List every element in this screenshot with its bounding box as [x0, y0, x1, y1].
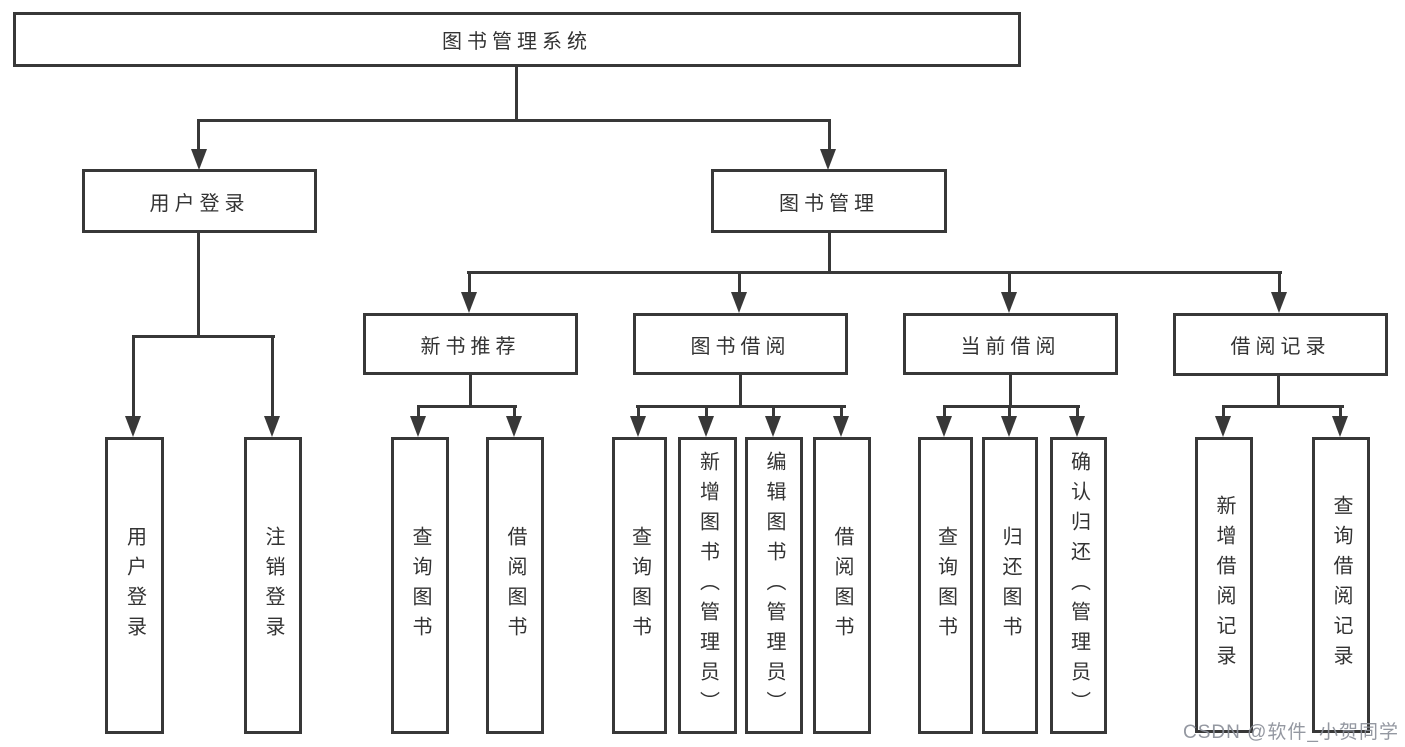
arrowhead-down-icon: [264, 416, 280, 437]
node-user-login: 用户登录: [82, 169, 317, 233]
node-leaf-query-books-3: 查询图书: [918, 437, 973, 734]
arrowhead-down-icon: [1271, 292, 1287, 313]
connector-current-borrowing-stem: [1009, 375, 1012, 408]
connector-current-borrowing-horizontal: [943, 405, 1080, 408]
connector-user-login-stem: [197, 233, 200, 337]
connector-to-user-login: [197, 122, 200, 151]
connector-to-book-management: [828, 122, 831, 151]
connector-new-book-recommend-horizontal: [417, 405, 517, 408]
node-current-borrowing: 当前借阅: [903, 313, 1118, 375]
arrowhead-down-icon: [630, 416, 646, 437]
connector-to-leaf-logout: [271, 338, 274, 418]
arrowhead-down-icon: [765, 416, 781, 437]
arrowhead-down-icon: [191, 149, 207, 170]
arrowhead-down-icon: [125, 416, 141, 437]
arrowhead-down-icon: [1215, 416, 1231, 437]
connector-to-leaf-user-login: [132, 338, 135, 418]
connector-to-leaf: [943, 408, 946, 418]
node-leaf-logout: 注销登录: [244, 437, 302, 734]
connector-borrowing-records-stem: [1277, 376, 1280, 408]
node-leaf-user-login: 用户登录: [105, 437, 164, 734]
connector-book-borrowing-stem: [739, 375, 742, 408]
node-leaf-borrow-books-2: 借阅图书: [813, 437, 871, 734]
node-leaf-borrow-books-1: 借阅图书: [486, 437, 544, 734]
arrowhead-down-icon: [1001, 292, 1017, 313]
node-leaf-return-books: 归还图书: [982, 437, 1038, 734]
arrowhead-down-icon: [461, 292, 477, 313]
arrowhead-down-icon: [833, 416, 849, 437]
connector-new-book-recommend-stem: [469, 375, 472, 408]
connector-book-borrowing-horizontal: [636, 405, 846, 408]
node-leaf-edit-books-admin: 编辑图书（管理员）: [745, 437, 803, 734]
node-leaf-add-books-admin: 新增图书（管理员）: [678, 437, 737, 734]
connector-to-leaf: [1222, 408, 1225, 418]
connector-to-leaf: [1339, 408, 1342, 418]
arrowhead-down-icon: [1332, 416, 1348, 437]
node-book-borrowing: 图书借阅: [633, 313, 848, 375]
connector-to-borrowing-records: [1278, 274, 1281, 294]
connector-borrowing-records-horizontal: [1222, 405, 1344, 408]
node-book-management: 图书管理: [711, 169, 947, 233]
arrowhead-down-icon: [410, 416, 426, 437]
arrowhead-down-icon: [1001, 416, 1017, 437]
arrowhead-down-icon: [506, 416, 522, 437]
connector-book-management-horizontal: [467, 271, 1282, 274]
node-borrowing-records: 借阅记录: [1173, 313, 1388, 376]
node-new-book-recommend: 新书推荐: [363, 313, 578, 375]
arrowhead-down-icon: [698, 416, 714, 437]
arrowhead-down-icon: [820, 149, 836, 170]
connector-to-leaf: [417, 408, 420, 418]
arrowhead-down-icon: [936, 416, 952, 437]
connector-to-new-book-recommend: [468, 274, 471, 294]
connector-to-leaf: [637, 408, 640, 418]
connector-to-book-borrowing: [738, 274, 741, 294]
node-leaf-confirm-return-admin: 确认归还（管理员）: [1050, 437, 1107, 734]
connector-book-management-stem: [828, 233, 831, 274]
node-leaf-query-books-1: 查询图书: [391, 437, 449, 734]
connector-user-login-horizontal: [132, 335, 275, 338]
arrowhead-down-icon: [731, 292, 747, 313]
arrowhead-down-icon: [1069, 416, 1085, 437]
connector-to-leaf: [705, 408, 708, 418]
connector-root-horizontal: [197, 119, 831, 122]
csdn-watermark: CSDN @软件_小贺同学: [1183, 722, 1399, 743]
node-leaf-query-books-2: 查询图书: [612, 437, 667, 734]
connector-to-current-borrowing: [1008, 274, 1011, 294]
connector-to-leaf: [772, 408, 775, 418]
connector-to-leaf: [840, 408, 843, 418]
node-leaf-query-borrow-record: 查询借阅记录: [1312, 437, 1370, 733]
node-library-management-system: 图书管理系统: [13, 12, 1021, 67]
node-leaf-add-borrow-record: 新增借阅记录: [1195, 437, 1253, 733]
connector-to-leaf: [1076, 408, 1079, 418]
connector-to-leaf: [513, 408, 516, 418]
connector-to-leaf: [1008, 408, 1011, 418]
connector-root-stem: [515, 67, 518, 122]
